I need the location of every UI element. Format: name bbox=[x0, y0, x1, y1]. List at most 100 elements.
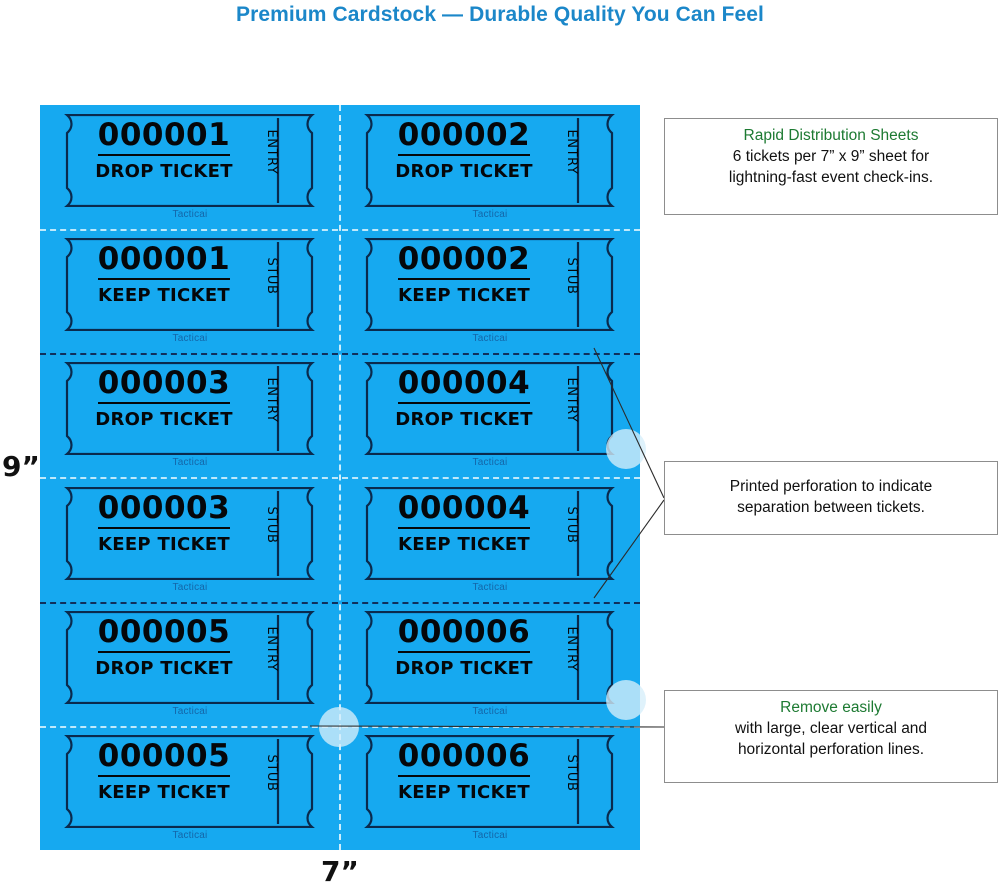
ticket-number: 000004 bbox=[397, 365, 531, 402]
ticket-divider-rule bbox=[98, 774, 230, 777]
ticket-side-label: ENTRY bbox=[564, 129, 579, 175]
ticket-action-label: KEEP TICKET bbox=[97, 781, 230, 803]
ticket-number: 000006 bbox=[397, 737, 531, 774]
perforation-line-row4-major bbox=[40, 602, 640, 604]
ticket-brand-label: Tacticai bbox=[172, 705, 208, 717]
ticket-brand-label: Tacticai bbox=[472, 581, 508, 593]
ticket-action-label: DROP TICKET bbox=[95, 657, 233, 679]
ticket-action-label: DROP TICKET bbox=[95, 161, 233, 182]
ticket-brand-label: Tacticai bbox=[472, 209, 508, 220]
ticket-outline bbox=[57, 486, 322, 580]
ticket-side-label: ENTRY bbox=[264, 377, 279, 423]
ticket-outline bbox=[57, 734, 322, 828]
ticket-divider-rule bbox=[398, 402, 530, 405]
ticket-divider-rule bbox=[98, 650, 230, 653]
ticket-divider-rule bbox=[98, 402, 230, 405]
ticket-action-label: KEEP TICKET bbox=[97, 533, 230, 555]
ticket-outline bbox=[57, 238, 322, 332]
callout-rapid-distribution: Rapid Distribution Sheets 6 tickets per … bbox=[664, 118, 998, 215]
ticket-number: 000004 bbox=[397, 489, 531, 526]
perforation-line-row2-major bbox=[40, 353, 640, 355]
sheet-height-label: 9” bbox=[2, 450, 40, 483]
ticket-action-label: DROP TICKET bbox=[395, 409, 533, 431]
ticket-number: 000001 bbox=[97, 241, 231, 278]
callout-3-line1: with large, clear vertical and bbox=[734, 720, 928, 737]
ticket-action-label: KEEP TICKET bbox=[397, 285, 530, 307]
ticket-brand-label: Tacticai bbox=[172, 209, 208, 220]
ticket-brand-label: Tacticai bbox=[472, 705, 508, 717]
ticket-number: 000002 bbox=[397, 117, 531, 153]
callout-1-line1: 6 tickets per 7” x 9” sheet for bbox=[732, 148, 930, 165]
ticket-brand-label: Tacticai bbox=[172, 333, 208, 345]
ticket-number: 000003 bbox=[97, 365, 231, 402]
ticket-outline bbox=[57, 610, 322, 704]
ticket-action-label: KEEP TICKET bbox=[397, 533, 530, 555]
ticket-number: 000002 bbox=[397, 241, 531, 278]
ticket-action-label: DROP TICKET bbox=[395, 161, 533, 182]
ticket-divider-rule bbox=[398, 154, 530, 156]
ticket-side-label: ENTRY bbox=[264, 626, 279, 672]
sheet-width-label: 7” bbox=[321, 855, 359, 888]
ticket-number: 000005 bbox=[97, 613, 231, 650]
callout-1-title: Rapid Distribution Sheets bbox=[743, 127, 919, 144]
callout-2-line2: separation between tickets. bbox=[737, 499, 925, 516]
ticket-divider-rule bbox=[398, 650, 530, 653]
ticket-brand-label: Tacticai bbox=[172, 581, 208, 593]
page-title: Premium Cardstock — Durable Quality You … bbox=[236, 3, 764, 26]
callout-1-line2: lightning-fast event check-ins. bbox=[728, 169, 934, 186]
ticket-brand-label: Tacticai bbox=[472, 457, 508, 469]
ticket-brand-label: Tacticai bbox=[172, 457, 208, 469]
ticket-action-label: DROP TICKET bbox=[395, 657, 533, 679]
perforation-line-row1 bbox=[40, 229, 640, 231]
callout-remove-easily: Remove easily with large, clear vertical… bbox=[664, 690, 998, 783]
ticket-number: 000005 bbox=[97, 737, 231, 774]
ticket-brand-label: Tacticai bbox=[472, 829, 508, 841]
callout-3-title: Remove easily bbox=[780, 699, 882, 716]
ticket-side-label: STUB bbox=[564, 754, 579, 792]
ticket-side-label: ENTRY bbox=[564, 626, 579, 672]
ticket-outline bbox=[357, 734, 622, 828]
callout-2-line1: Printed perforation to indicate bbox=[729, 478, 933, 495]
perforation-line-row3 bbox=[40, 477, 640, 479]
ticket-divider-rule bbox=[398, 774, 530, 777]
ticket-outline bbox=[57, 114, 322, 207]
ticket-side-label: ENTRY bbox=[264, 129, 279, 175]
ticket-outline bbox=[357, 238, 622, 332]
perforation-marker-right-upper bbox=[606, 429, 646, 469]
ticket-side-label: STUB bbox=[264, 754, 279, 792]
ticket-number: 000003 bbox=[97, 489, 231, 526]
ticket-side-label: ENTRY bbox=[564, 377, 579, 423]
ticket-side-label: STUB bbox=[264, 505, 279, 544]
ticket-action-label: KEEP TICKET bbox=[97, 285, 230, 307]
ticket-brand-label: Tacticai bbox=[472, 333, 508, 345]
ticket-action-label: DROP TICKET bbox=[95, 409, 233, 431]
ticket-side-label: STUB bbox=[264, 257, 279, 295]
callout-3-line2: horizontal perforation lines. bbox=[737, 741, 925, 758]
ticket-outline bbox=[57, 362, 322, 456]
ticket-action-label: KEEP TICKET bbox=[397, 781, 530, 803]
perforation-marker-center bbox=[319, 707, 359, 747]
ticket-divider-rule bbox=[98, 526, 230, 529]
callout-printed-perforation: Printed perforation to indicate separati… bbox=[664, 461, 998, 535]
ticket-number: 000006 bbox=[397, 613, 531, 650]
ticket-number: 000001 bbox=[97, 117, 231, 153]
ticket-divider-rule bbox=[98, 154, 230, 156]
ticket-divider-rule bbox=[398, 526, 530, 529]
ticket-side-label: STUB bbox=[564, 257, 579, 295]
